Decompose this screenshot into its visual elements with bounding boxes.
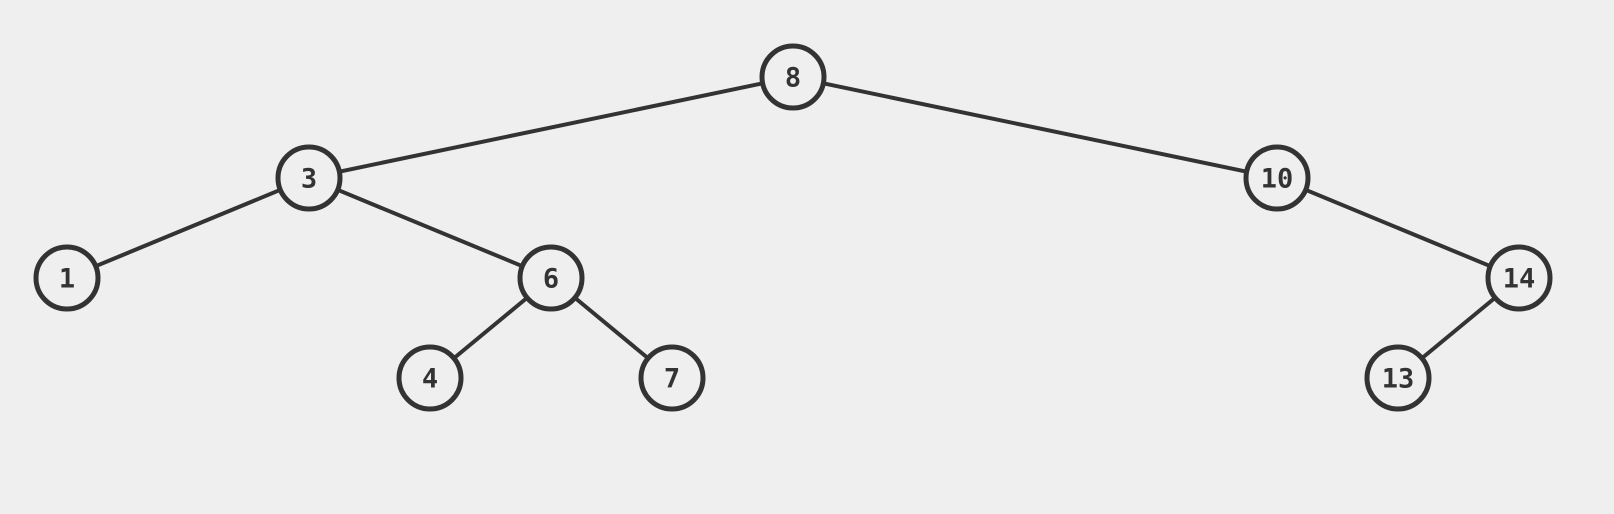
- tree-edge: [335, 187, 525, 269]
- tree-node: 1: [33, 244, 101, 312]
- tree-edge: [451, 295, 530, 361]
- tree-edge: [821, 81, 1249, 174]
- node-circle: [1364, 344, 1432, 412]
- tree-node: 3: [275, 144, 343, 212]
- node-circle: [1485, 244, 1553, 312]
- tree-node: 13: [1364, 344, 1432, 412]
- node-circle: [33, 244, 101, 312]
- tree-nodes: 8 3 10 1 6 14 4 7 13: [33, 43, 1553, 412]
- tree-node: 6: [517, 244, 585, 312]
- node-label: 4: [422, 364, 438, 395]
- node-circle: [396, 344, 464, 412]
- node-circle: [759, 43, 827, 111]
- tree-edge: [1303, 187, 1493, 269]
- node-label: 10: [1261, 164, 1294, 195]
- node-circle: [275, 144, 343, 212]
- node-circle: [517, 244, 585, 312]
- tree-edges: [93, 81, 1498, 361]
- node-label: 13: [1382, 364, 1415, 395]
- node-label: 3: [301, 164, 317, 195]
- node-label: 8: [785, 63, 801, 94]
- tree-edge: [1419, 295, 1498, 361]
- tree-edge: [337, 81, 765, 174]
- node-label: 6: [543, 264, 559, 295]
- node-label: 14: [1503, 264, 1536, 295]
- node-label: 1: [59, 264, 75, 295]
- tree-node: 4: [396, 344, 464, 412]
- tree-edge: [572, 295, 651, 361]
- tree-edge: [93, 187, 283, 269]
- tree-node: 8: [759, 43, 827, 111]
- node-circle: [638, 344, 706, 412]
- tree-node: 10: [1243, 144, 1311, 212]
- node-circle: [1243, 144, 1311, 212]
- tree-node: 14: [1485, 244, 1553, 312]
- tree-node: 7: [638, 344, 706, 412]
- node-label: 7: [664, 364, 680, 395]
